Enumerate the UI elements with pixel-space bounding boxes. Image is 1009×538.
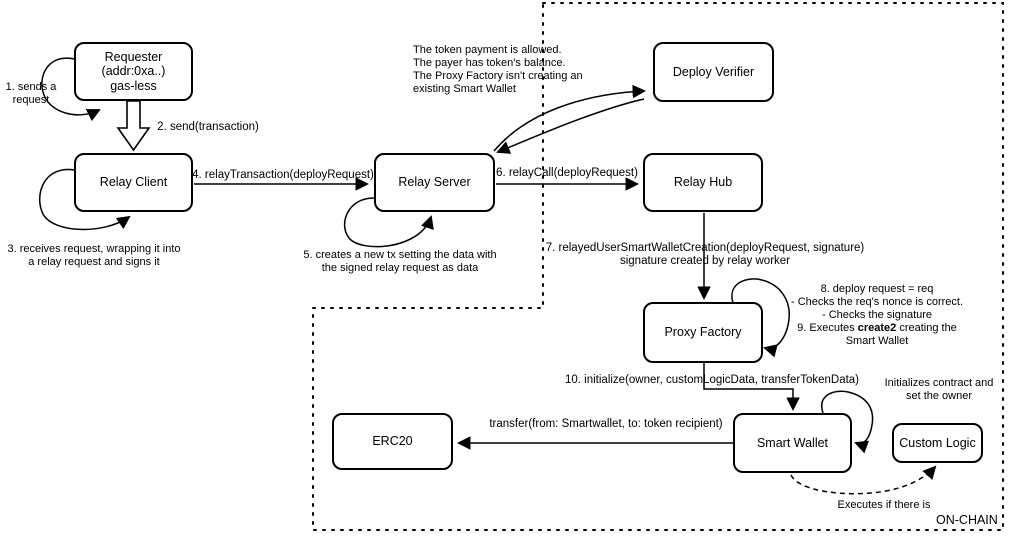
note-step5: 5. creates a new tx setting the data wit…	[303, 249, 496, 275]
smart-wallet-label: Smart Wallet	[756, 435, 829, 450]
note-step1: 1. sends a request	[6, 81, 57, 107]
erc20-label: ERC20	[372, 434, 413, 449]
note-verifier-line1: The token payment is allowed.	[413, 44, 562, 56]
edge-label-step2: 2. send(transaction)	[157, 121, 259, 133]
note-initializes: Initializes contract and set the owner	[885, 377, 994, 403]
requester-label-line1: Requester	[104, 49, 163, 64]
edge-label-step4: 4. relayTransaction(deployRequest)	[192, 169, 374, 181]
edge-label-step7-line2: signature created by relay worker	[619, 255, 791, 267]
arrow-verifier-to-server	[496, 98, 645, 154]
note-step8-line3: - Checks the signature	[821, 309, 933, 321]
note-step8-9: 8. deploy request = req - Checks the req…	[791, 283, 963, 348]
note-initializes-line2: set the owner	[905, 390, 973, 402]
note-step3-line2: a relay request and signs it	[28, 256, 160, 268]
edge-label-transfer: transfer(from: Smartwallet, to: token re…	[489, 418, 723, 430]
note-step8-line1: 8. deploy request = req	[820, 283, 934, 295]
custom-logic-label: Custom Logic	[899, 435, 976, 450]
node-smart-wallet: Smart Wallet	[733, 413, 852, 473]
note-step9-line1: 9. Executes create2 creating the	[797, 322, 957, 334]
node-deploy-verifier: Deploy Verifier	[653, 42, 774, 102]
note-verifier-line4: existing Smart Wallet	[413, 83, 516, 95]
arrow-step2-block	[116, 100, 151, 152]
node-erc20: ERC20	[332, 413, 453, 470]
note-step5-line1: 5. creates a new tx setting the data wit…	[303, 249, 497, 261]
note-step3-line1: 3. receives request, wrapping it into	[7, 243, 181, 255]
note-executes: Executes if there is	[837, 499, 931, 511]
proxy-factory-label: Proxy Factory	[664, 325, 742, 340]
deploy-verifier-label: Deploy Verifier	[672, 64, 755, 79]
note-step5-line2: the signed relay request as data	[321, 262, 479, 274]
note-verifier-line3: The Proxy Factory isn't creating an	[413, 70, 583, 82]
note-step3: 3. receives request, wrapping it into a …	[7, 243, 180, 269]
arrow-server-to-verifier	[493, 84, 647, 152]
node-relay-hub: Relay Hub	[643, 153, 763, 212]
relay-hub-label: Relay Hub	[673, 175, 733, 190]
note-step8-line2: - Checks the req's nonce is correct.	[790, 296, 964, 308]
node-relay-client: Relay Client	[74, 153, 193, 212]
requester-label-line2: (addr:0xa..)	[101, 64, 166, 79]
note-step1-line1: 1. sends a	[5, 81, 57, 93]
edge-label-step6: 6. relayCall(deployRequest)	[496, 167, 638, 179]
note-step9-line2: Smart Wallet	[845, 335, 909, 347]
node-custom-logic: Custom Logic	[892, 423, 983, 463]
note-initializes-line1: Initializes contract and	[884, 377, 994, 389]
relay-server-label: Relay Server	[398, 175, 471, 190]
note-verifier-conditions: The token payment is allowed. The payer …	[413, 44, 583, 96]
node-requester: Requester (addr:0xa..) gas-less	[74, 42, 193, 101]
node-relay-server: Relay Server	[374, 153, 495, 212]
edge-label-step7-line1: 7. relayedUserSmartWalletCreation(deploy…	[545, 242, 865, 254]
node-proxy-factory: Proxy Factory	[643, 302, 763, 363]
relay-client-label: Relay Client	[99, 175, 168, 190]
onchain-region-label: ON-CHAIN	[936, 513, 998, 527]
note-step1-line2: request	[12, 94, 50, 106]
requester-label-line3: gas-less	[110, 78, 157, 93]
create2-bold-text: create2	[857, 322, 897, 334]
note-verifier-line2: The payer has token's balance.	[413, 57, 566, 69]
edge-label-step7: 7. relayedUserSmartWalletCreation(deploy…	[546, 242, 865, 268]
edge-label-step10: 10. initialize(owner, customLogicData, t…	[564, 374, 860, 386]
